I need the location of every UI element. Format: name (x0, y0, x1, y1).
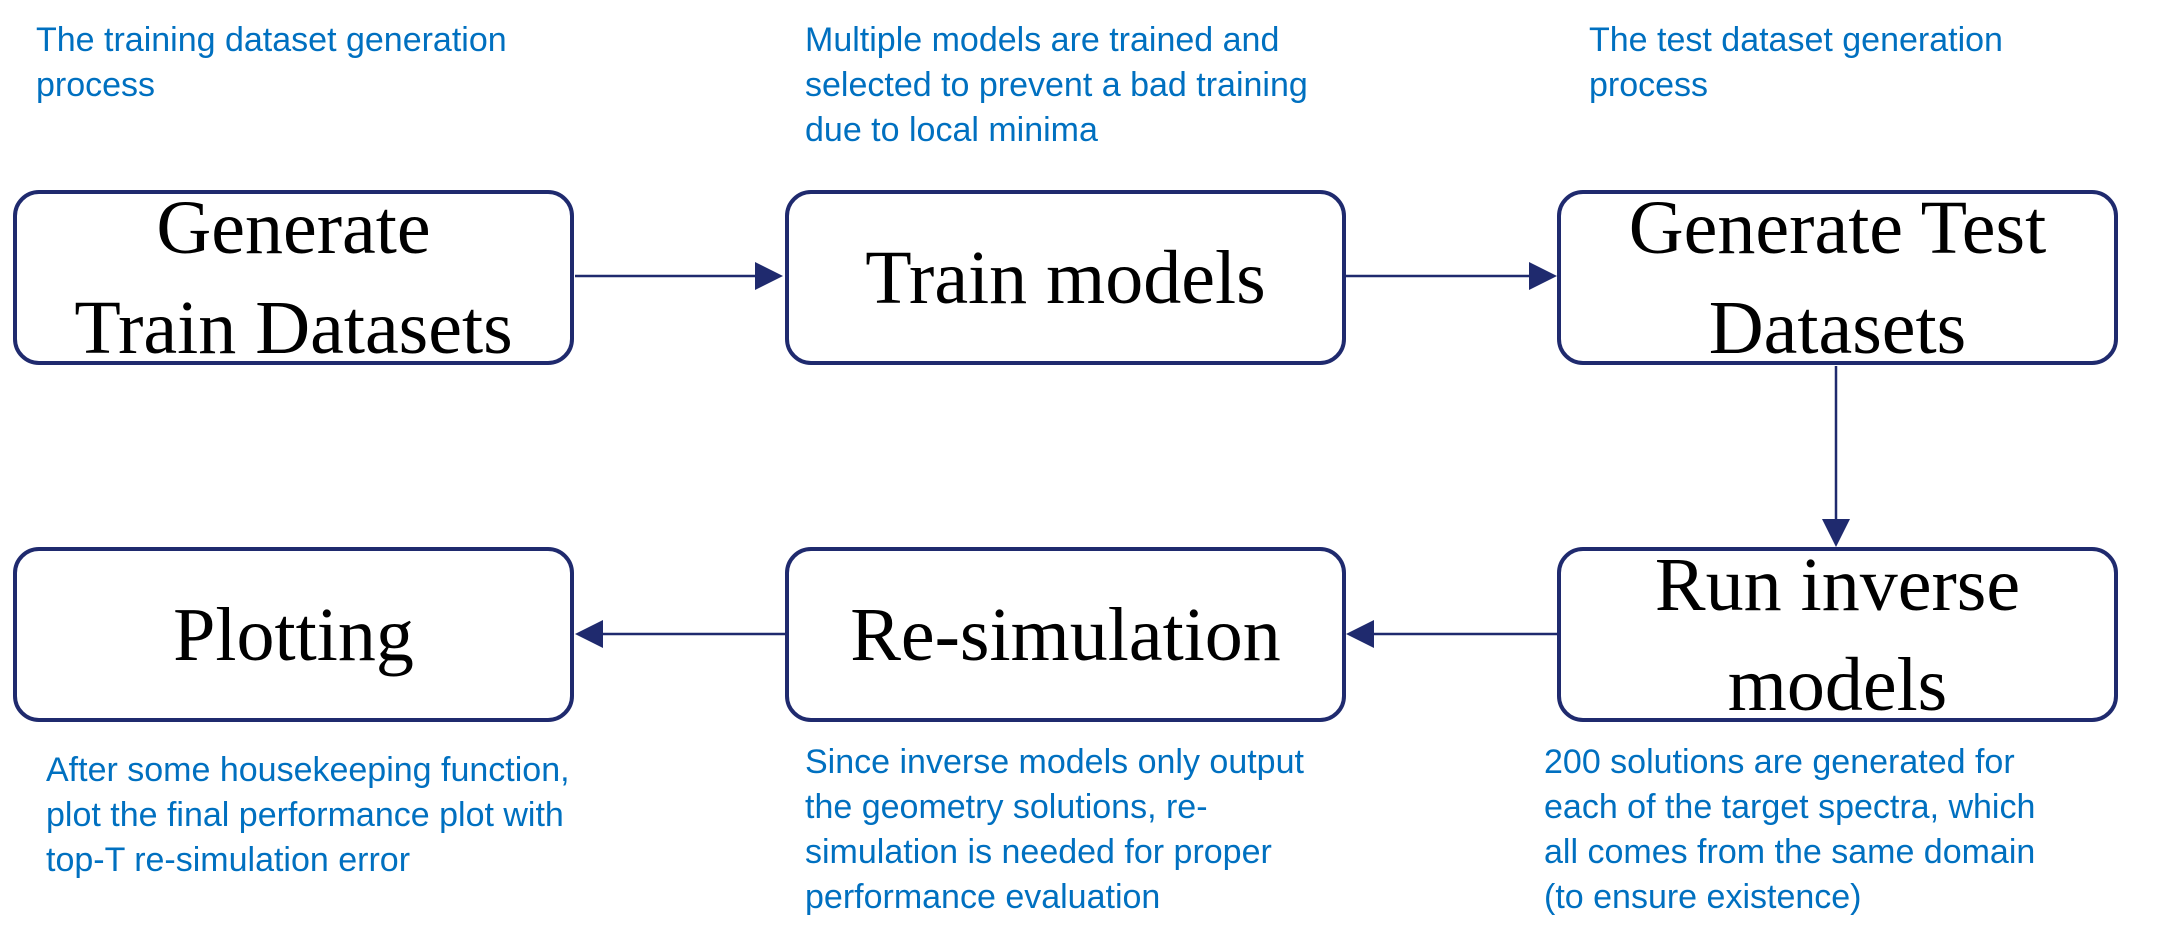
node-train-models: Train models (785, 190, 1346, 365)
node-run-inverse-models: Run inverse models (1557, 543, 2118, 727)
node-run-inverse-models-label: Run inverse models (1654, 542, 2021, 727)
arrow-generate-test-to-run-inverse (1822, 366, 1850, 547)
annotation-run-inverse: 200 solutions are generated for each of … (1544, 743, 2036, 916)
annotation-plotting: After some housekeeping function, plot t… (46, 751, 570, 879)
arrow-run-inverse-to-resimulation (1346, 620, 1557, 648)
annotation-generate-test: The test dataset generation process (1589, 21, 2003, 104)
node-resimulation-label: Re-simulation (850, 592, 1281, 677)
node-plotting: Plotting (13, 547, 574, 722)
node-generate-train-datasets: Generate Train Datasets (13, 186, 574, 370)
node-train-models-label: Train models (865, 235, 1266, 320)
arrow-train-models-to-generate-test (1346, 262, 1557, 290)
arrow-resimulation-to-plotting (575, 620, 785, 648)
node-generate-train-datasets-label: Generate Train Datasets (74, 185, 513, 370)
arrow-train-datasets-to-train-models (575, 262, 783, 290)
node-plotting-label: Plotting (173, 592, 414, 677)
node-generate-test-datasets: Generate Test Datasets (1557, 186, 2118, 370)
annotation-resimulation: Since inverse models only output the geo… (805, 743, 1304, 916)
node-generate-test-datasets-label: Generate Test Datasets (1628, 185, 2047, 370)
annotation-generate-train: The training dataset generation process (36, 21, 507, 104)
annotation-train-models: Multiple models are trained and selected… (805, 21, 1308, 149)
node-resimulation: Re-simulation (785, 547, 1346, 722)
